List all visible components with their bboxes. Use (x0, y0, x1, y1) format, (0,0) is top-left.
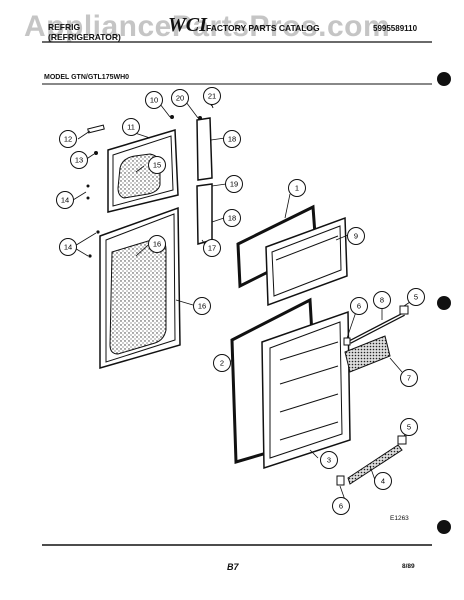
model-label: MODEL GTN/GTL175WH0 (44, 74, 130, 81)
callout-16: 16 (148, 235, 166, 253)
callout-8: 8 (373, 291, 391, 309)
callout-label: 15 (153, 161, 161, 170)
callout-2: 2 (213, 354, 231, 372)
dairy-door-module (344, 335, 391, 373)
binder-hole-top (437, 72, 451, 86)
callout-1: 1 (288, 179, 306, 197)
callout-label: 17 (208, 244, 216, 253)
callout-label: 8 (380, 296, 384, 305)
callout-16: 16 (193, 297, 211, 315)
revision-date: 8/89 (402, 563, 415, 570)
callout-3: 3 (320, 451, 338, 469)
brand-logo: WCI (168, 14, 207, 36)
callout-label: 2 (220, 359, 224, 368)
callout-label: 16 (153, 240, 161, 249)
callout-label: 18 (228, 135, 236, 144)
door-shelf-bar-upper (343, 305, 409, 346)
callout-label: 1 (295, 184, 299, 193)
callout-label: 14 (64, 243, 72, 252)
callout-19: 19 (225, 175, 243, 193)
callout-14: 14 (56, 191, 74, 209)
header-left: REFRIG(REFRIGERATOR) (48, 22, 121, 42)
callout-11: 11 (122, 118, 140, 136)
callout-label: 21 (208, 92, 216, 101)
callout-9: 9 (347, 227, 365, 245)
header-left-line2: (REFRIGERATOR) (48, 32, 121, 42)
screws-and-plugs (86, 115, 174, 258)
callout-17: 17 (203, 239, 221, 257)
figure-number: E1263 (390, 515, 409, 522)
callout-14: 14 (59, 238, 77, 256)
callout-label: 5 (407, 423, 411, 432)
callout-label: 16 (198, 302, 206, 311)
callout-label: 19 (230, 180, 238, 189)
binder-hole-middle (437, 296, 451, 310)
callout-label: 6 (339, 502, 343, 511)
callout-12: 12 (59, 130, 77, 148)
page-number: B7 (227, 562, 239, 572)
door-gaskets-and-hinges (196, 99, 214, 245)
callout-20: 20 (171, 89, 189, 107)
callout-15: 15 (148, 156, 166, 174)
callout-10: 10 (145, 91, 163, 109)
callout-7: 7 (400, 369, 418, 387)
callout-label: 4 (381, 477, 385, 486)
callout-label: 5 (414, 293, 418, 302)
callout-label: 20 (176, 94, 184, 103)
binder-hole-bottom (437, 520, 451, 534)
callout-label: 14 (61, 196, 69, 205)
callout-label: 18 (228, 214, 236, 223)
callout-4: 4 (374, 472, 392, 490)
catalog-number: 5995589110 (373, 24, 418, 33)
catalog-title: FACTORY PARTS CATALOG (206, 23, 320, 33)
callout-label: 13 (75, 156, 83, 165)
callout-5: 5 (400, 418, 418, 436)
callout-label: 7 (407, 374, 411, 383)
fresh-food-door-shell (261, 310, 351, 470)
leader-lines (72, 97, 411, 501)
callout-18: 18 (223, 130, 241, 148)
callout-label: 11 (127, 123, 135, 132)
callout-label: 3 (327, 456, 331, 465)
callout-13: 13 (70, 151, 88, 169)
watermark: AppliancePartsPros.com (24, 10, 391, 43)
callout-label: 10 (150, 96, 158, 105)
callout-6: 6 (350, 297, 368, 315)
callout-21: 21 (203, 87, 221, 105)
door-shelf-bar-lower (336, 435, 407, 486)
fresh-food-door-insulation (109, 237, 167, 355)
callout-5: 5 (407, 288, 425, 306)
freezer-door-shell (265, 216, 348, 307)
callout-label: 12 (64, 135, 72, 144)
callout-6: 6 (332, 497, 350, 515)
callout-label: 9 (354, 232, 358, 241)
callout-18: 18 (223, 209, 241, 227)
callout-label: 6 (357, 302, 361, 311)
header-left-line1: REFRIG (48, 22, 81, 32)
